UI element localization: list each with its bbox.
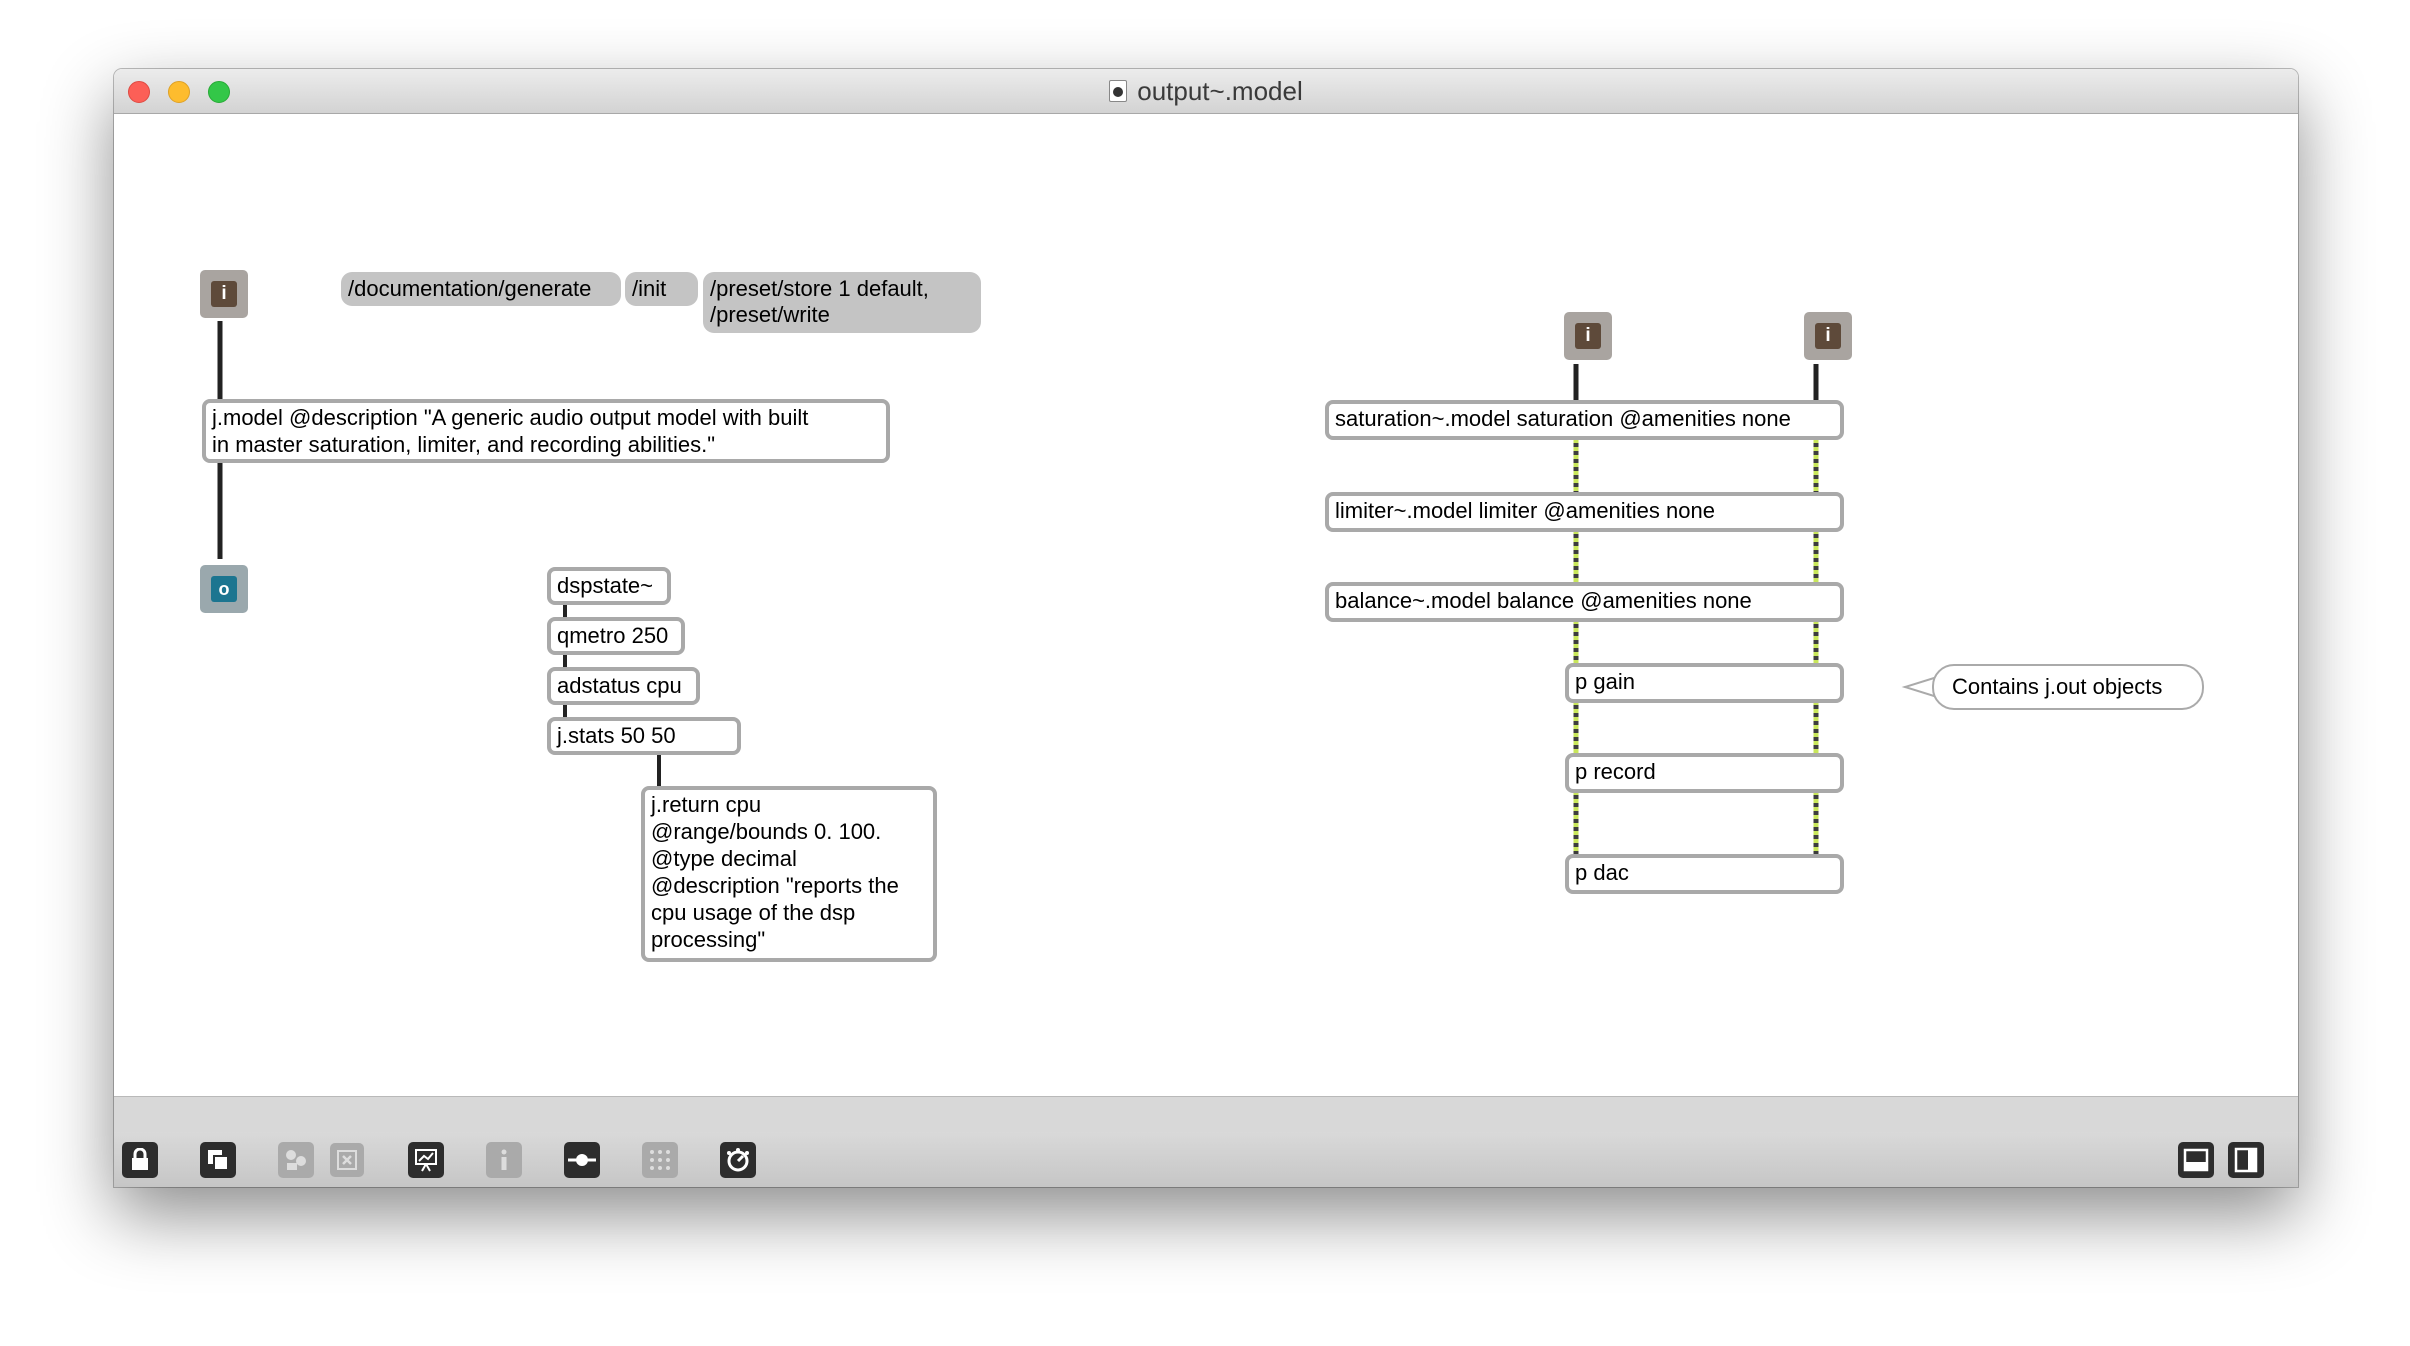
- grid-icon[interactable]: [642, 1142, 678, 1178]
- right-panel-icon[interactable]: [2228, 1142, 2264, 1178]
- object-adstatus[interactable]: adstatus cpu: [547, 667, 700, 705]
- document-icon: [1109, 80, 1128, 102]
- comment-contains-jout: Contains j.out objects: [1932, 664, 2204, 710]
- object-qmetro[interactable]: qmetro 250: [547, 617, 685, 655]
- object-jstats[interactable]: j.stats 50 50: [547, 717, 741, 755]
- object-dspstate[interactable]: dspstate~: [547, 567, 671, 605]
- zoom-window-button[interactable]: [208, 81, 230, 103]
- inlet-left-object[interactable]: i: [1564, 312, 1612, 360]
- object-p-gain[interactable]: p gain: [1565, 663, 1844, 703]
- comment-pointer: [1901, 676, 1935, 698]
- status-strip: [114, 1096, 2298, 1134]
- message-preset-store[interactable]: /preset/store 1 default, /preset/write: [703, 272, 981, 333]
- title-bar[interactable]: output~.model: [114, 69, 2298, 114]
- patcher-window: output~.model: [114, 69, 2298, 1187]
- object-limiter-model[interactable]: limiter~.model limiter @amenities none: [1325, 492, 1844, 532]
- message-documentation-generate[interactable]: /documentation/generate: [341, 272, 621, 306]
- message-init[interactable]: /init: [625, 272, 698, 306]
- patch-cord-icon[interactable]: [564, 1142, 600, 1178]
- bottom-toolbar: [114, 1132, 2298, 1187]
- new-view-icon[interactable]: [200, 1142, 236, 1178]
- object-saturation-model[interactable]: saturation~.model saturation @amenities …: [1325, 400, 1844, 440]
- close-x-icon[interactable]: [330, 1143, 364, 1177]
- minimize-window-button[interactable]: [168, 81, 190, 103]
- freeze-icon[interactable]: [278, 1142, 314, 1178]
- info-icon[interactable]: [486, 1142, 522, 1178]
- outlet-icon: o: [211, 576, 237, 602]
- lock-icon[interactable]: [122, 1142, 158, 1178]
- inlet-icon: i: [211, 281, 237, 307]
- object-jmodel[interactable]: j.model @description "A generic audio ou…: [202, 399, 890, 463]
- debug-icon[interactable]: [720, 1142, 756, 1178]
- object-jreturn[interactable]: j.return cpu @range/bounds 0. 100. @type…: [641, 786, 937, 962]
- patch-canvas[interactable]: i o /documentation/generate /init /prese…: [114, 114, 2298, 1096]
- outlet-object[interactable]: o: [200, 565, 248, 613]
- bottom-panel-icon[interactable]: [2178, 1142, 2214, 1178]
- window-title: output~.model: [1137, 75, 1303, 106]
- inlet-object[interactable]: i: [200, 270, 248, 318]
- inlet-right-object[interactable]: i: [1804, 312, 1852, 360]
- inlet-right-icon: i: [1815, 323, 1841, 349]
- object-balance-model[interactable]: balance~.model balance @amenities none: [1325, 582, 1844, 622]
- object-p-dac[interactable]: p dac: [1565, 854, 1844, 894]
- inlet-left-icon: i: [1575, 323, 1601, 349]
- object-p-record[interactable]: p record: [1565, 753, 1844, 793]
- presentation-icon[interactable]: [408, 1142, 444, 1178]
- close-window-button[interactable]: [128, 81, 150, 103]
- patch-cords: [217, 321, 1935, 856]
